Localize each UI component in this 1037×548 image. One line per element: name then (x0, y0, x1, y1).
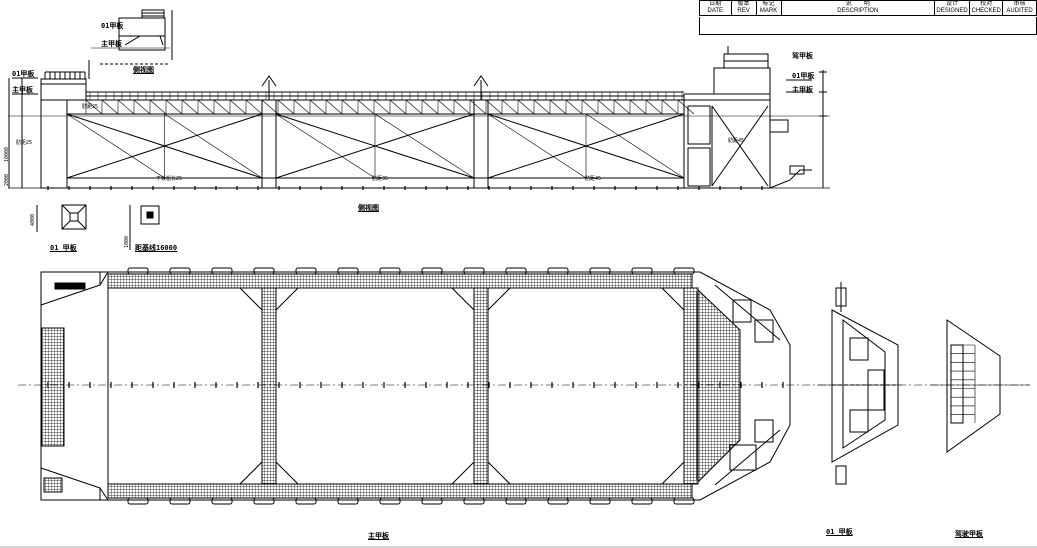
side-deck01-left: 01甲板 (12, 70, 35, 78)
title-block-body (699, 17, 1037, 35)
top-inset-view (91, 9, 173, 65)
side-bottom-right: 肋距45 (585, 176, 602, 182)
inset-a-label: 01 甲板 (50, 244, 77, 252)
side-rib-left-2: 肋距25 (16, 140, 33, 146)
bridge-inset (129, 205, 160, 250)
main-deck-title: 主甲板 (368, 532, 389, 540)
top-inset-sub: 主甲板 (101, 40, 122, 48)
side-rib-left: 肋距25 (82, 104, 99, 110)
side-rib-right: 肋距45 (728, 138, 745, 144)
side-view (8, 46, 830, 190)
deck01-title: 01 甲板 (826, 528, 853, 536)
side-main-deck-right: 主甲板 (792, 86, 813, 94)
main-deck-plan (18, 267, 1030, 505)
side-view-title: 侧视图 (358, 204, 379, 212)
inset-b-dim: 1000 (124, 235, 130, 248)
side-bottom-left: 平板船长25 (156, 176, 183, 182)
side-bridge-deck-right: 驾甲板 (792, 52, 813, 60)
top-inset-label: 01甲板 (101, 22, 124, 30)
bridge-deck-title: 驾驶甲板 (955, 530, 983, 538)
side-main-deck-left: 主甲板 (12, 86, 33, 94)
inset-a-dim: 4000 (30, 213, 36, 226)
side-height-dim: 10000 (4, 146, 10, 162)
inset-b-label: 距基线16000 (135, 244, 178, 252)
side-bottom-mid: 肋距35 (372, 176, 389, 182)
bridge-deck-plan (930, 319, 1030, 453)
deck01-inset (36, 204, 87, 232)
side-deck01-right: 01甲板 (792, 72, 815, 80)
deck01-plan (817, 282, 902, 485)
top-inset-title: 侧视图 (133, 66, 154, 74)
side-lower-dim: 2000 (4, 173, 10, 186)
